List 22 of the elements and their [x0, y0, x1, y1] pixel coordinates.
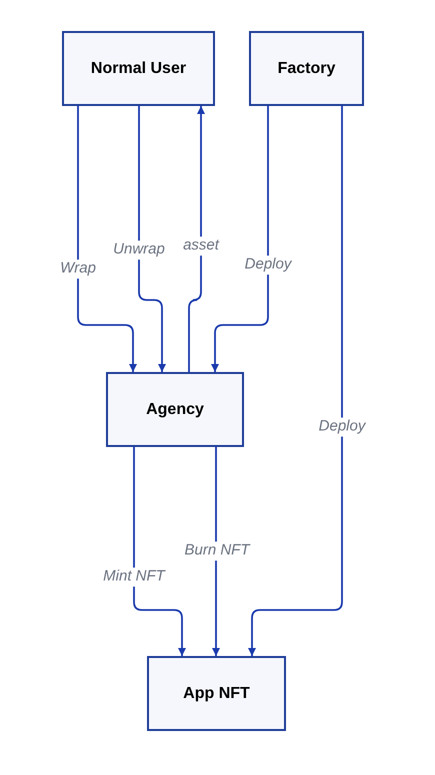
box-label: Agency: [146, 400, 204, 420]
arrow: [188, 106, 205, 372]
arrow: [211, 106, 269, 372]
box-label: App NFT: [183, 684, 250, 704]
edge-label: Mint NFT: [101, 568, 167, 586]
process-box: [106, 372, 244, 447]
arrow: [212, 447, 220, 656]
arrow: [138, 106, 166, 372]
edge-label: asset: [181, 236, 221, 256]
box-label: Normal User: [90, 58, 186, 78]
arrow: [133, 447, 186, 656]
box-label: Factory: [278, 58, 336, 78]
edge-label: Unwrap: [111, 240, 167, 260]
edge-label: Burn NFT: [182, 542, 252, 560]
arrow: [77, 106, 137, 372]
edge-label: Deploy: [242, 256, 294, 274]
edge-label: Deploy: [316, 418, 368, 436]
arrow: [248, 106, 343, 656]
process-box: [147, 656, 286, 731]
edge-label: Wrap: [58, 260, 98, 278]
process-box: [62, 31, 215, 106]
process-box: [249, 31, 364, 106]
